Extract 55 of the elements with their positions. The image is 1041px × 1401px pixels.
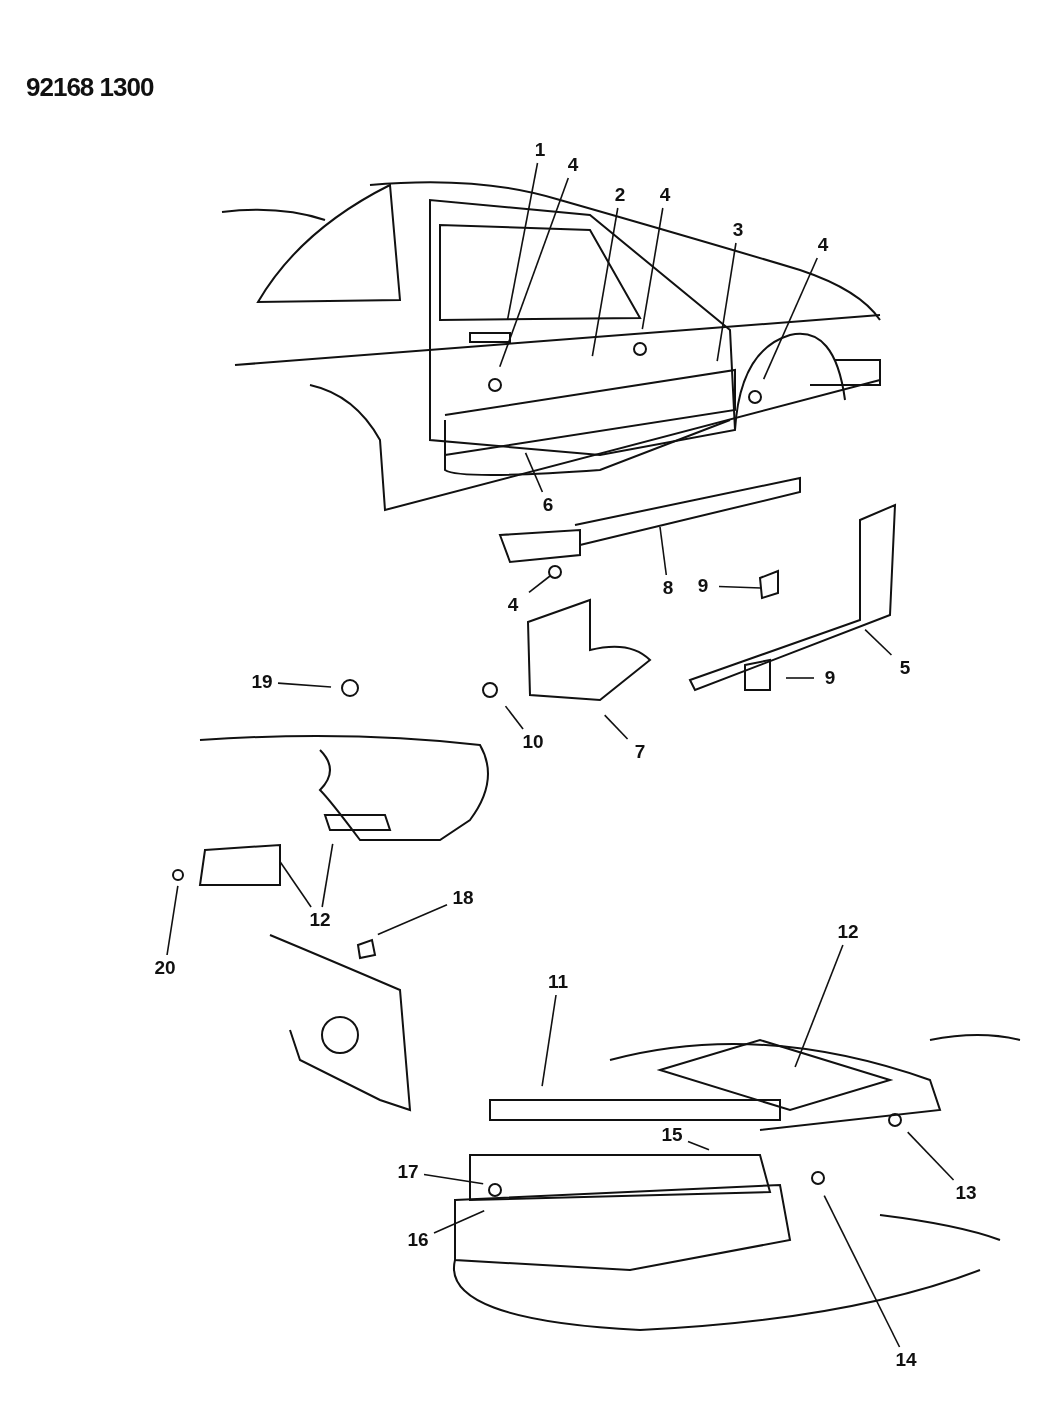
leader-line <box>794 944 844 1068</box>
callout-number: 4 <box>650 183 680 207</box>
leader-line <box>716 242 737 362</box>
leader-line <box>166 885 179 956</box>
leader-line <box>506 162 539 321</box>
callout-number: 17 <box>393 1160 423 1184</box>
callout-number: 14 <box>891 1348 921 1372</box>
leader-line <box>906 1131 955 1181</box>
callout-number: 11 <box>543 970 573 994</box>
callout-number: 8 <box>653 576 683 600</box>
leader-line <box>687 1140 710 1151</box>
callout-number: 1 <box>525 138 555 162</box>
leader-line <box>524 452 544 493</box>
callout-number: 9 <box>815 666 845 690</box>
leader-line <box>528 575 551 594</box>
callout-number: 4 <box>498 593 528 617</box>
leader-line <box>277 682 332 688</box>
callout-number: 13 <box>951 1181 981 1205</box>
leader-line <box>785 677 815 679</box>
leader-line <box>423 1173 484 1185</box>
clip-icon <box>548 565 562 579</box>
callout-number: 7 <box>625 740 655 764</box>
drawing-number: 92168 1300 <box>26 72 154 103</box>
leader-line <box>762 257 819 380</box>
leader-line <box>541 994 557 1087</box>
callout-number: 12 <box>833 920 863 944</box>
callout-number: 4 <box>558 153 588 177</box>
leader-line <box>659 526 668 576</box>
leader-line <box>498 177 570 368</box>
leader-line <box>823 1194 901 1348</box>
callout-number: 20 <box>150 956 180 980</box>
callout-number: 6 <box>533 493 563 517</box>
leader-line <box>377 904 448 936</box>
leader-line <box>864 628 893 656</box>
leader-line <box>603 714 629 740</box>
molding-strip-drawing <box>574 476 801 546</box>
callout-number: 12 <box>305 908 335 932</box>
leader-line <box>718 585 762 589</box>
callout-number: 4 <box>808 233 838 257</box>
leader-line <box>321 843 334 908</box>
callout-number: 10 <box>518 730 548 754</box>
leader-line <box>591 207 619 357</box>
leader-line <box>641 207 664 330</box>
leader-line <box>504 705 524 730</box>
clip-icon <box>758 569 779 600</box>
callout-number: 18 <box>448 886 478 910</box>
callout-number: 15 <box>657 1123 687 1147</box>
callout-number: 3 <box>723 218 753 242</box>
leader-line <box>279 860 312 908</box>
callout-number: 2 <box>605 183 635 207</box>
leader-line <box>433 1209 485 1234</box>
callout-number: 19 <box>247 670 277 694</box>
callout-number: 9 <box>688 574 718 598</box>
callout-number: 5 <box>890 656 920 680</box>
callout-number: 16 <box>403 1228 433 1252</box>
